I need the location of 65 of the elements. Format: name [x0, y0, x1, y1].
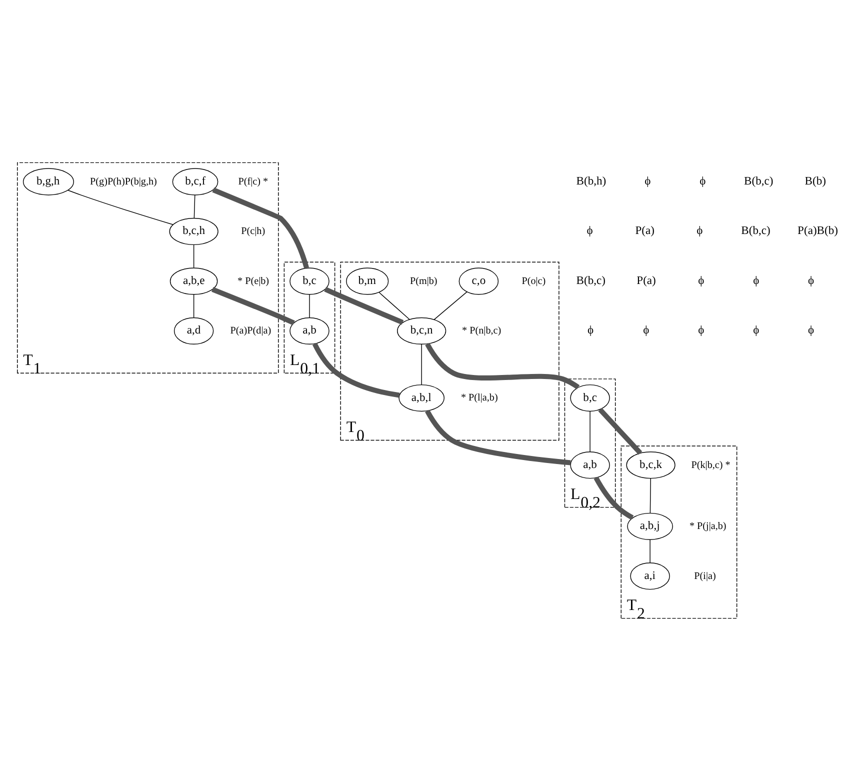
node-ellipse: a,d — [174, 316, 214, 344]
connector — [194, 194, 196, 218]
label: B(b,c) — [741, 224, 770, 237]
label: B(b) — [804, 174, 826, 188]
connector — [425, 409, 571, 465]
node-label: P(o|c) — [522, 275, 546, 286]
node-ellipse: b,c,n — [397, 316, 446, 344]
connector — [193, 294, 194, 318]
node-label: P(g)P(h)P(b|g,h) — [90, 176, 157, 187]
label: B(b,c) — [576, 273, 606, 286]
connector — [378, 292, 410, 320]
node-ellipse: b,c,f — [172, 168, 218, 195]
node-label: P(m|b) — [410, 275, 438, 286]
label: ϕ — [644, 174, 651, 188]
node-label: * P(l|a,b) — [460, 392, 498, 404]
node-ellipse: b,c — [570, 384, 610, 412]
label: ϕ — [753, 323, 760, 336]
connector — [434, 291, 468, 320]
label: ϕ — [588, 323, 594, 336]
label: ϕ — [696, 224, 703, 237]
label: P(a) — [635, 224, 654, 237]
connector — [309, 294, 310, 318]
node-label: P(a)P(d|a) — [230, 325, 272, 336]
label: ϕ — [586, 224, 593, 237]
connector — [193, 244, 194, 268]
label: ϕ — [700, 174, 706, 188]
node-label: P(f|c) * — [238, 176, 268, 187]
node-ellipse: a,i — [630, 562, 670, 590]
connector — [312, 342, 400, 398]
connector — [324, 286, 404, 324]
connector — [68, 189, 174, 224]
node-label: P(i|a) — [694, 570, 716, 582]
label: ϕ — [753, 273, 760, 286]
connector — [421, 343, 422, 385]
node-ellipse: b,c,k — [626, 451, 676, 478]
node-label: * P(n|b,c) — [462, 325, 502, 336]
node-ellipse: b,c — [290, 267, 330, 294]
label: P(a) — [636, 273, 656, 286]
node-label: P(c|h) — [241, 226, 266, 237]
connector — [650, 478, 651, 513]
label: P(a)B(b) — [798, 224, 838, 237]
node-ellipse: c,o — [458, 267, 499, 294]
node-ellipse: a,b — [290, 316, 330, 344]
node-ellipse: b,g,h — [22, 168, 74, 195]
node-ellipse: a,b,j — [627, 512, 673, 540]
connector — [594, 476, 634, 520]
node-ellipse: a,b,e — [170, 267, 218, 294]
node-ellipse: b,c,h — [169, 217, 218, 245]
label: ϕ — [808, 273, 814, 286]
label: B(b,c) — [744, 174, 774, 188]
connector — [212, 187, 309, 268]
label: B(b,h) — [576, 174, 606, 188]
label: ϕ — [808, 323, 814, 336]
label: ϕ — [698, 323, 704, 336]
node-ellipse: a,b — [570, 451, 610, 478]
connector — [211, 286, 295, 325]
connector — [425, 342, 580, 389]
label: ϕ — [643, 323, 650, 336]
node-label: * P(j|a,b) — [689, 520, 726, 532]
node-ellipse: a,b,l — [398, 384, 445, 412]
node-label: P(k|b,c) * — [691, 459, 730, 470]
label: ϕ — [698, 273, 704, 286]
node-ellipse: b,m — [346, 267, 389, 294]
connector — [598, 407, 642, 454]
node-label: * P(e|b) — [238, 275, 270, 286]
